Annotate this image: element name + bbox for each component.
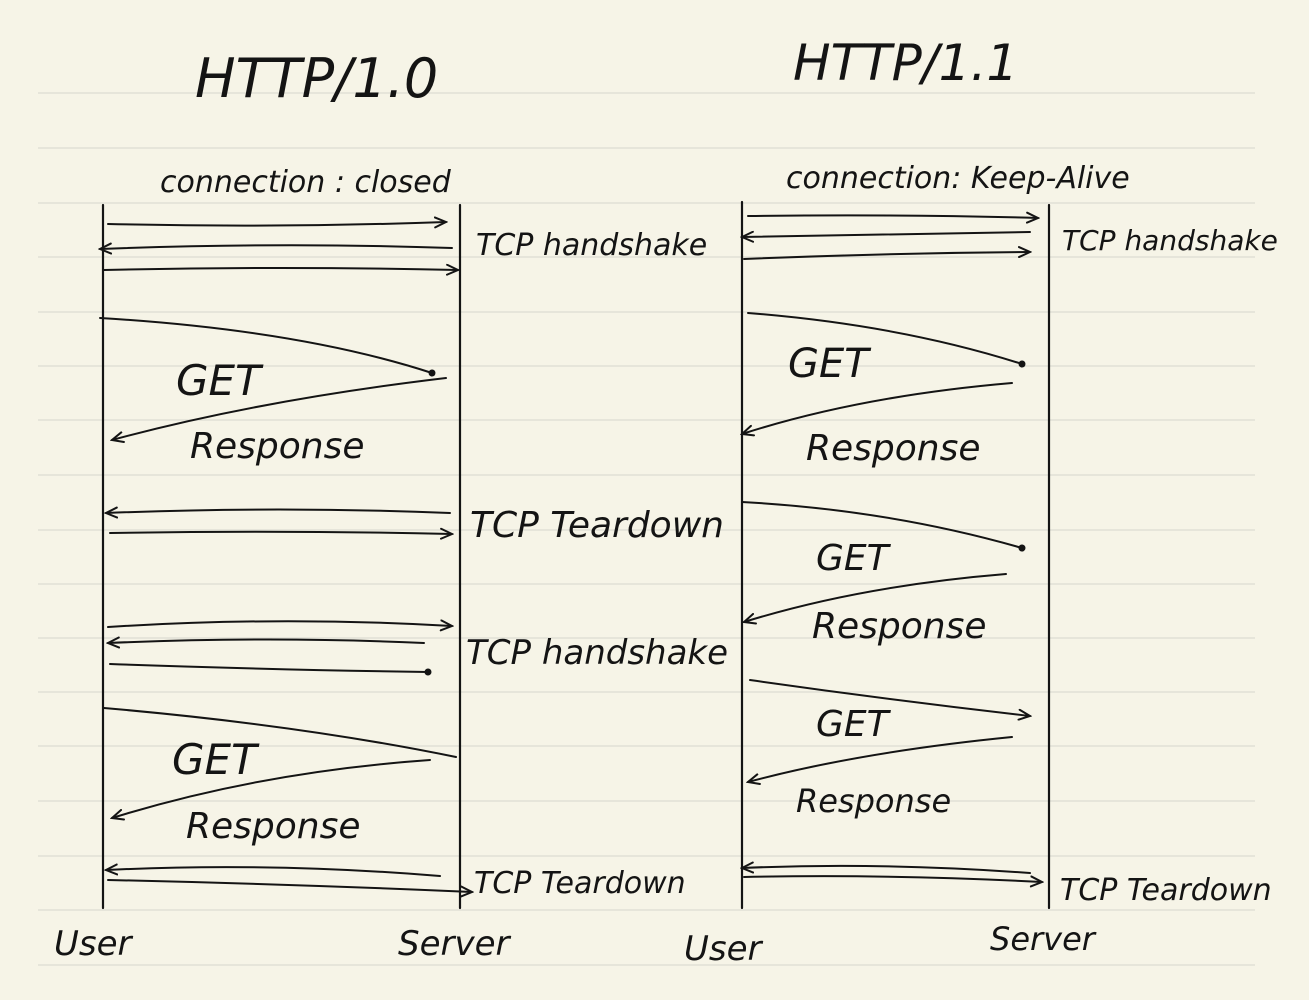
http10-tcp-teardown-2-label: TCP Teardown — [474, 866, 686, 901]
http10-title: HTTP/1.0 — [195, 47, 438, 110]
http10-connection-header: connection : closed — [160, 165, 452, 200]
http10-tcp-teardown-1-label: TCP Teardown — [470, 505, 724, 546]
http11-response-2-arrow — [744, 573, 1007, 622]
http10-tcp-handshake-2-arrows — [108, 621, 452, 676]
http10-response-2-label: Response — [186, 806, 361, 847]
http10-response-1-arrow — [112, 377, 447, 440]
http10-get-2-arrow — [103, 707, 457, 758]
http11-tcp-teardown-label: TCP Teardown — [1060, 873, 1272, 908]
http11-get-3-label: GET — [816, 704, 892, 745]
http11-get-1-arrow — [747, 312, 1026, 368]
http11-server-label: Server — [990, 920, 1097, 958]
http11-get-3-arrow — [749, 679, 1030, 716]
http10-response-2-arrow — [112, 759, 431, 818]
http11-tcp-teardown-arrows — [742, 866, 1042, 882]
http11-get-2-arrow — [741, 501, 1026, 552]
http10-tcp-handshake-1-arrows — [100, 222, 458, 270]
http11-user-label: User — [684, 929, 764, 969]
http11-get-1-label: GET — [788, 341, 872, 387]
http11-tcp-handshake-arrows — [742, 215, 1038, 260]
http11-tcp-handshake-label: TCP handshake — [1062, 224, 1278, 257]
http11-title: HTTP/1.1 — [793, 34, 1018, 92]
http10-tcp-handshake-1-label: TCP handshake — [476, 228, 707, 263]
http10-get-1-label: GET — [176, 356, 264, 405]
http11-response-1-label: Response — [806, 428, 981, 469]
http11-diagram: HTTP/1.1 connection: Keep-Alive TCP hand… — [684, 34, 1278, 969]
http10-tcp-handshake-2-label: TCP handshake — [466, 633, 728, 673]
http11-response-3-arrow — [748, 736, 1013, 782]
http10-tcp-teardown-1-arrows — [106, 510, 452, 535]
http10-tcp-teardown-2-arrows — [106, 867, 472, 892]
http10-diagram: HTTP/1.0 connection : closed TCP handsha… — [54, 47, 728, 964]
ruled-lines — [38, 92, 1255, 966]
http10-server-label: Server — [398, 924, 512, 964]
http11-get-2-label: GET — [816, 538, 892, 579]
http10-response-1-label: Response — [190, 426, 365, 467]
http11-response-3-label: Response — [796, 782, 951, 820]
http10-get-1-arrow — [99, 317, 436, 377]
http10-get-2-label: GET — [172, 735, 260, 784]
http11-connection-header: connection: Keep-Alive — [786, 161, 1130, 196]
http10-user-label: User — [54, 924, 134, 964]
http11-response-1-arrow — [742, 382, 1013, 434]
http11-response-2-label: Response — [812, 606, 987, 647]
